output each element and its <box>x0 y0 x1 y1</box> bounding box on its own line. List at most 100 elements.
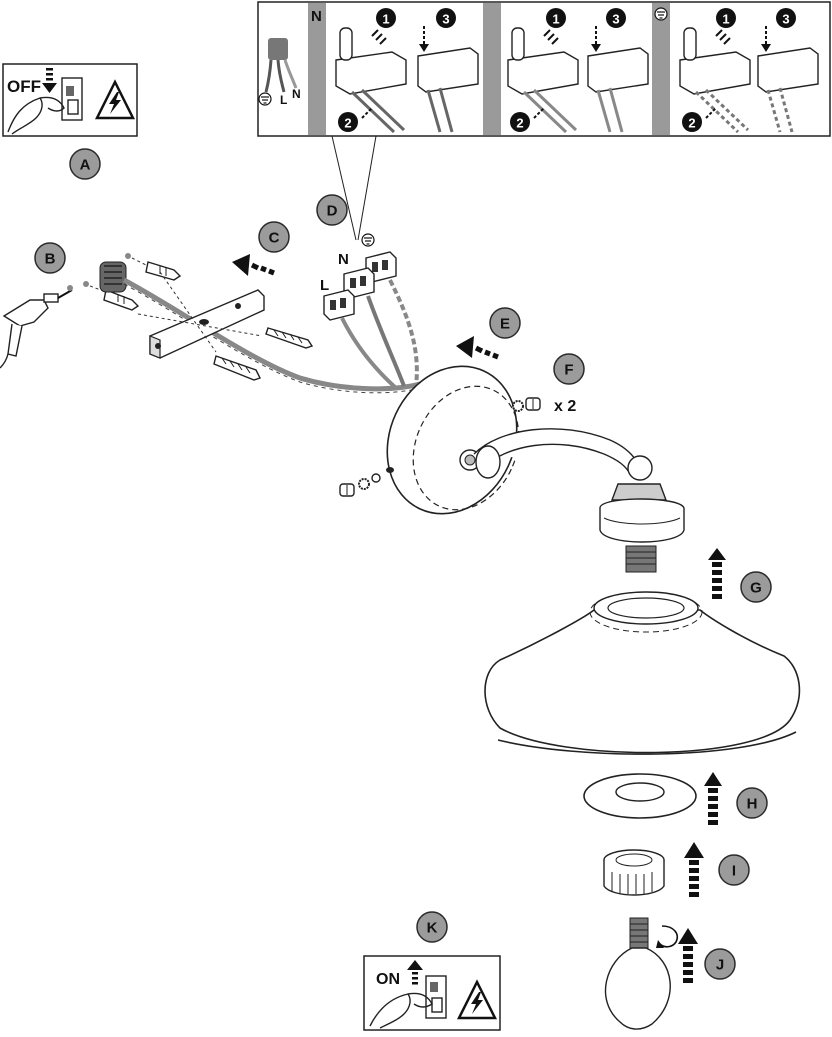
step-a-badge: A <box>69 148 101 180</box>
lamp-arm <box>473 428 653 481</box>
supply-cable <box>122 277 421 392</box>
motion-arrow-icon <box>715 29 731 45</box>
screw <box>512 397 541 412</box>
step-e-label: E <box>500 316 510 333</box>
connector-step-1: 1 <box>382 12 389 27</box>
cable-neutral-label: N <box>292 87 301 101</box>
step-c-label: C <box>269 230 280 247</box>
rotate-arrow-icon <box>656 925 678 948</box>
step-j-label: J <box>716 957 724 974</box>
threaded-ring <box>603 849 665 896</box>
screw <box>339 473 381 497</box>
motion-arrow-icon <box>543 29 559 45</box>
ground-symbol-icon <box>361 233 375 247</box>
step-number-3: 3 <box>776 8 796 28</box>
connector-sequence-1 <box>335 26 479 134</box>
lamp-holder <box>599 483 685 573</box>
hand-icon <box>7 96 65 135</box>
step-f-label: F <box>564 362 573 379</box>
motion-arrow-icon <box>232 254 275 276</box>
motion-arrow-icon <box>761 26 771 52</box>
breaker-icon <box>61 77 83 121</box>
breaker-icon <box>425 975 447 1019</box>
lamp-shade <box>484 591 801 755</box>
connector-sequence-3 <box>679 26 819 134</box>
switch-off-label: OFF <box>7 77 41 96</box>
drill-icon <box>0 285 73 369</box>
step-a-label: A <box>80 157 91 174</box>
step-d-badge: D <box>316 194 348 226</box>
terminal-block <box>323 289 355 321</box>
cable-gland <box>99 261 127 293</box>
step-i-label: I <box>732 863 736 880</box>
wood-screw <box>265 327 314 349</box>
connector-step-2: 2 <box>344 116 351 131</box>
panel-separator <box>652 3 670 135</box>
callout-lines <box>331 135 377 241</box>
step-e-badge: E <box>489 307 521 339</box>
step-number-2: 2 <box>510 112 530 132</box>
motion-arrow-icon <box>591 26 601 52</box>
terminal-neutral-label: N <box>338 251 349 268</box>
switch-on-label: ON <box>376 971 400 988</box>
wiring-panel: N L N <box>257 1 831 137</box>
step-d-label: D <box>327 203 338 220</box>
connector-step-3: 3 <box>782 12 789 27</box>
step-number-2: 2 <box>682 112 702 132</box>
ground-symbol-icon <box>654 7 668 21</box>
neutral-panel-label: N <box>311 8 322 25</box>
motion-arrow-icon <box>371 29 387 45</box>
step-b-badge: B <box>34 242 66 274</box>
stripped-cable: L N <box>258 38 301 107</box>
cable-live-label: L <box>280 93 287 107</box>
panel-separator <box>308 3 326 135</box>
light-bulb <box>604 917 671 1030</box>
lightning-warning-icon <box>94 79 136 120</box>
step-f-badge: F <box>553 353 585 385</box>
motion-arrow-icon <box>684 842 704 897</box>
motion-arrow-icon <box>533 107 545 119</box>
motion-arrow-icon <box>419 26 429 52</box>
down-arrow-icon <box>42 68 57 93</box>
wall-plug <box>83 281 140 311</box>
step-number-1: 1 <box>546 8 566 28</box>
step-k-label: K <box>427 920 438 937</box>
motion-arrow-icon <box>361 107 373 119</box>
wall-bracket <box>149 289 265 359</box>
motion-arrow-icon <box>704 772 722 825</box>
screw-quantity: x 2 <box>554 398 576 415</box>
ground-symbol-icon <box>258 92 272 106</box>
step-k-badge: K <box>416 911 448 943</box>
connector-step-1: 1 <box>552 12 559 27</box>
step-j-badge: J <box>704 948 736 980</box>
wood-screw <box>213 355 261 381</box>
step-c-badge: C <box>258 221 290 253</box>
panel-separator <box>483 3 501 135</box>
step-g-label: G <box>750 580 762 597</box>
connector-step-3: 3 <box>442 12 449 27</box>
lightning-warning-icon <box>456 979 498 1020</box>
connector-step-2: 2 <box>688 116 695 131</box>
step-i-badge: I <box>718 854 750 886</box>
motion-arrow-icon <box>456 336 499 360</box>
step-number-3: 3 <box>606 8 626 28</box>
hand-icon <box>369 992 433 1029</box>
terminal-live-label: L <box>320 277 329 294</box>
shade-ring <box>583 773 697 819</box>
step-number-1: 1 <box>716 8 736 28</box>
step-b-label: B <box>45 251 56 268</box>
connector-step-3: 3 <box>612 12 619 27</box>
connector-sequence-2 <box>507 26 649 134</box>
step-g-badge: G <box>740 571 772 603</box>
step-number-1: 1 <box>376 8 396 28</box>
step-h-label: H <box>747 796 758 813</box>
switch-on-panel: ON <box>363 955 501 1031</box>
connector-step-2: 2 <box>516 116 523 131</box>
wall-plug <box>125 253 182 281</box>
motion-arrow-icon <box>708 548 726 599</box>
step-number-3: 3 <box>436 8 456 28</box>
motion-arrow-icon <box>678 928 698 983</box>
up-arrow-icon <box>407 960 423 985</box>
switch-off-panel: OFF <box>2 63 138 137</box>
